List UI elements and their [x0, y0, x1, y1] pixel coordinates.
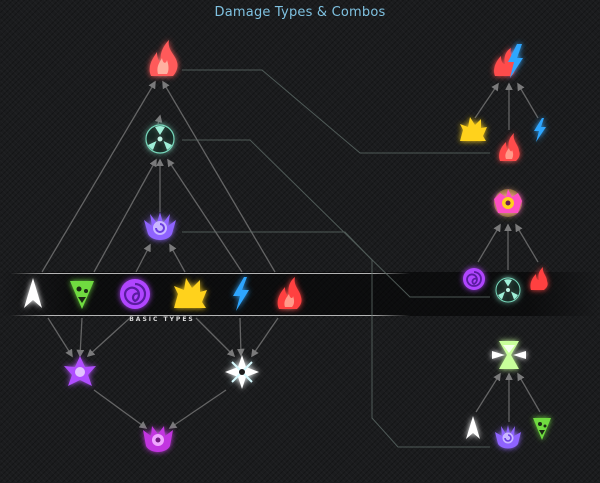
arrow-explosive-to-crest: [169, 243, 186, 273]
arrow-r1-a: [474, 82, 499, 119]
toxic-icon: [70, 281, 94, 309]
arrow-white-star-to-magenta: [168, 389, 227, 429]
arrow-electric-to-radiation: [167, 158, 243, 273]
arrow-toxic-to-radiation: [93, 158, 157, 273]
arrow-psychic-to-purple-star: [86, 317, 131, 358]
connector-psychic-crest: [182, 231, 490, 448]
right-tree-arrows: [474, 82, 541, 422]
white-star-icon: [225, 355, 259, 389]
arrow-fire-to-white-star: [251, 317, 279, 358]
purple-star-icon: [64, 356, 96, 386]
yellow-crest-icon: [494, 189, 522, 217]
fire-tiny-icon: [530, 267, 548, 290]
physical-icon: [24, 278, 42, 308]
psychic-icon: [120, 279, 150, 309]
band-bottom-divider: [10, 315, 410, 316]
arrow-toxic-to-purple-star: [76, 317, 85, 358]
magenta-crest-icon: [143, 426, 173, 452]
page-title: Damage Types & Combos: [214, 5, 386, 20]
band-top-divider: [10, 273, 410, 274]
left-tree-arrows: [41, 80, 279, 429]
arrow-blade-small-icon: [466, 416, 480, 439]
fire-icon: [277, 277, 302, 309]
arrow-physical-to-fire-combo: [41, 80, 156, 273]
arrow-purple-star-to-magenta: [93, 389, 148, 429]
explosive-icon: [174, 278, 207, 308]
fire-electric-icon: [494, 44, 523, 78]
arrow-electric-to-white-star: [236, 317, 245, 357]
connector-lines: [182, 69, 490, 448]
hourglass-icon: [492, 341, 526, 369]
fire-small-icon: [499, 133, 520, 161]
arrow-psychic-to-crest: [135, 243, 151, 273]
arrow-r3-a: [475, 372, 501, 413]
yellow-burst-icon: [460, 117, 487, 141]
purple-crown-icon: [495, 425, 521, 449]
basic-types-label: BASIC TYPES: [129, 316, 195, 323]
psychic-crest-icon: [144, 212, 176, 240]
lightning-small-icon: [534, 118, 546, 142]
spiral-small-icon: [463, 268, 485, 290]
arrow-r2-a: [477, 223, 501, 263]
arrow-physical-to-purple-star: [47, 317, 73, 358]
fire-combo-icon: [149, 40, 178, 76]
arrow-radiation-to-fire-combo: [154, 114, 163, 125]
connector-radiation: [182, 139, 490, 298]
arrow-explosive-to-white-star: [195, 317, 236, 358]
toxic-small-icon: [533, 418, 551, 440]
arrow-r3-c: [517, 372, 541, 413]
radiation-small-icon: [495, 277, 521, 303]
arrow-fire-to-fire-combo: [162, 80, 276, 273]
arrow-r1-c: [517, 82, 539, 119]
connector-fire-combo: [182, 69, 490, 154]
arrow-r2-c: [515, 223, 539, 263]
radiation-icon: [145, 124, 175, 154]
electric-icon: [233, 277, 249, 311]
